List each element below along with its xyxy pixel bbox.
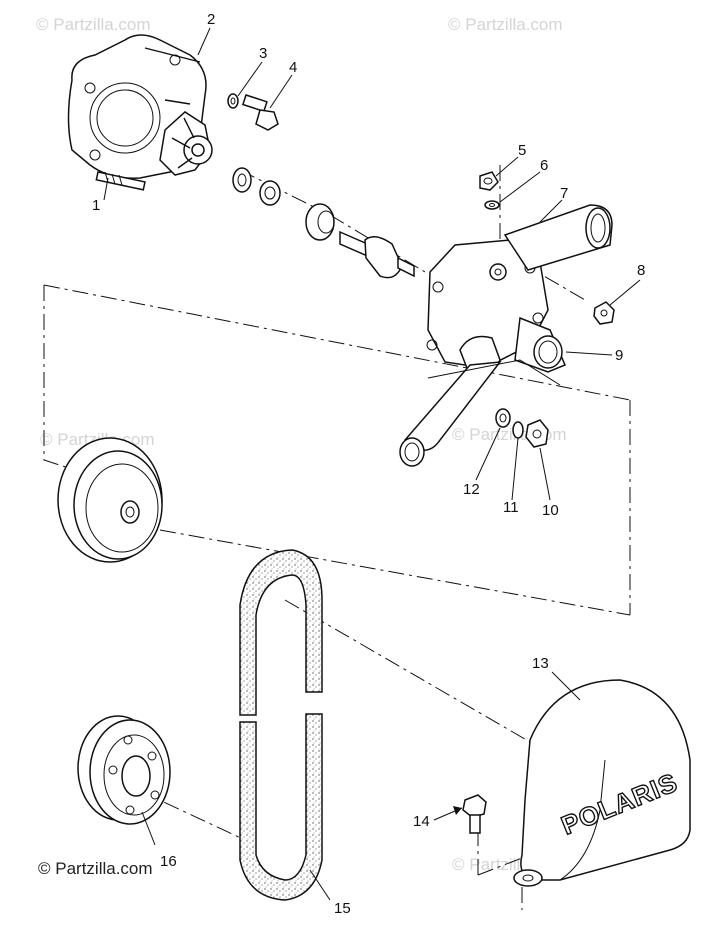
bolt-4	[241, 94, 279, 131]
impeller	[159, 111, 213, 176]
callout-10: 10	[542, 502, 559, 519]
watermark-copyright: © Partzilla.com	[38, 859, 153, 878]
nut-10	[525, 419, 549, 448]
callout-4: 4	[289, 59, 297, 76]
pump-shaft	[339, 230, 415, 279]
washer-6	[484, 200, 500, 210]
lockwasher-11	[512, 421, 524, 439]
callout-15: 15	[334, 900, 351, 917]
callout-14: 14	[413, 813, 430, 830]
watermark-middle-right: © Partzilla.com	[452, 425, 567, 444]
callout-2: 2	[207, 11, 215, 28]
seal-ring	[259, 180, 281, 206]
bearing-seal	[305, 203, 335, 241]
callout-numbers: 1 2 3 4 5 6 7 8 9 10 11 12 13 14 15 16	[92, 11, 645, 917]
watermark-top-left: © Partzilla.com	[36, 15, 151, 34]
callout-7: 7	[560, 185, 568, 202]
washer-3	[227, 93, 239, 109]
leader-lines	[103, 27, 641, 901]
callout-1: 1	[92, 197, 100, 214]
pump-pulley-upper	[57, 437, 163, 563]
pulley-16	[77, 715, 171, 825]
pump-housing	[399, 204, 613, 467]
callout-13: 13	[532, 655, 549, 672]
seal-small	[232, 167, 252, 193]
bolt-5	[479, 171, 499, 191]
callout-3: 3	[259, 45, 267, 62]
callout-16: 16	[160, 853, 177, 870]
drive-belt-15	[239, 549, 323, 901]
watermark-top-right: © Partzilla.com	[448, 15, 563, 34]
watermarks: © Partzilla.com © Partzilla.com © Partzi…	[36, 15, 567, 874]
washer-12	[495, 408, 511, 428]
callout-12: 12	[463, 481, 480, 498]
callout-8: 8	[637, 262, 645, 279]
bolt-14	[462, 794, 487, 834]
callout-11: 11	[503, 499, 519, 516]
belt-guard-13: POLARIS	[513, 679, 691, 887]
callout-9: 9	[615, 347, 623, 364]
callout-6: 6	[540, 157, 548, 174]
reference-lines	[43, 165, 631, 910]
callout-5: 5	[518, 142, 526, 159]
nut-8	[593, 301, 615, 325]
